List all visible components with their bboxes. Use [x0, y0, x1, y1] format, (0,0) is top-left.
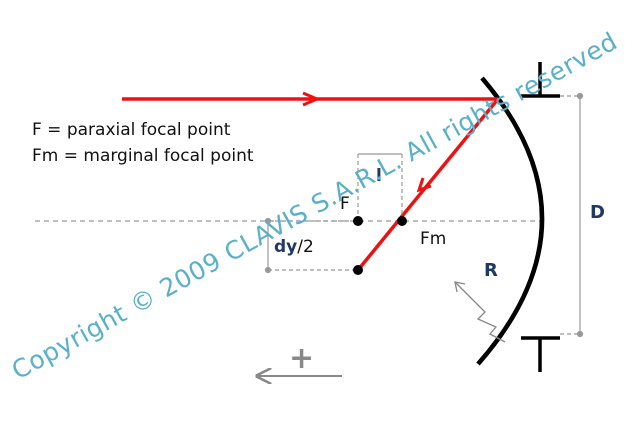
legend-f-definition: F = paraxial focal point — [32, 120, 231, 140]
marginal-focal-point — [397, 216, 407, 226]
label-D: D — [590, 202, 605, 223]
label-l: l — [376, 166, 382, 186]
reflected-ray — [356, 97, 500, 272]
radius-zigzag — [454, 281, 506, 343]
paraxial-focal-point — [353, 216, 363, 226]
ray-endpoint — [353, 265, 363, 275]
label-F: F — [340, 194, 350, 214]
label-sign: + — [289, 341, 314, 376]
label-dy-bold: dy — [274, 237, 297, 257]
label-Fm: Fm — [420, 229, 446, 249]
legend-fm-definition: Fm = marginal focal point — [32, 146, 254, 166]
label-dy-rest: /2 — [297, 237, 314, 257]
label-R: R — [484, 260, 498, 281]
incident-ray-arrow — [302, 91, 321, 107]
reflected-ray-arrow — [416, 177, 432, 193]
radius-arrow-head — [454, 281, 466, 293]
l-dimension — [357, 153, 403, 221]
concave-mirror — [476, 76, 545, 366]
dy-dimension — [264, 217, 358, 274]
diameter-dimension — [560, 92, 584, 338]
copyright-watermark: Copyright © 2009 CLAVIS S.A.R.L. All rig… — [7, 27, 622, 386]
aperture-stop-top — [521, 62, 560, 98]
label-dy: dy/2 — [274, 237, 314, 257]
aperture-stop-bottom — [521, 336, 560, 372]
